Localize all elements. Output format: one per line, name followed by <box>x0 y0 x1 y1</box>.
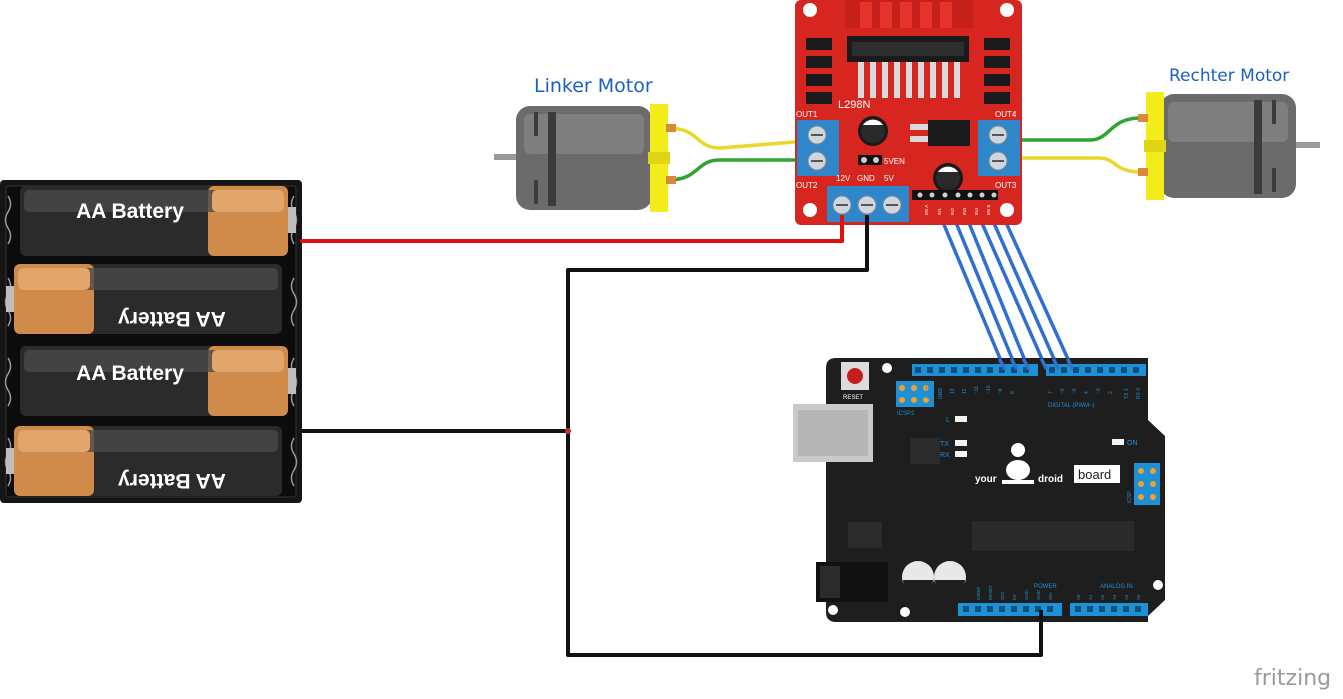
icsp2-label: ICSP2 <box>897 411 915 417</box>
analog-label: ANALOG IN <box>1100 584 1133 590</box>
battery-springs <box>4 195 298 487</box>
right-motor-label: Rechter Motor <box>1169 66 1290 86</box>
driver-gnd-label: GND <box>857 174 875 183</box>
pin-a1: A1 <box>1088 594 1093 600</box>
wire-right-motor-green <box>998 116 1142 142</box>
driver-out4-label: OUT4 <box>995 110 1017 119</box>
power-label: POWER <box>1034 584 1057 590</box>
driver-out2-label: OUT2 <box>796 181 818 190</box>
pin-gnd-1: GND <box>1024 589 1029 600</box>
pin-6: ~6 <box>1060 388 1066 394</box>
pin-12: 12 <box>962 388 968 394</box>
pin-5v: 5V <box>1012 594 1017 600</box>
wire-left-motor-green <box>666 158 822 182</box>
pin-vin: VIN <box>1048 592 1053 600</box>
driver-pin-ena: EN A <box>924 205 929 215</box>
pin-2: 2 <box>1108 391 1114 394</box>
pin-rx0: RX 0 <box>1136 388 1142 399</box>
pin-tx1: TX 1 <box>1124 388 1130 399</box>
right-motor <box>1138 92 1320 200</box>
driver-out1-label: OUT1 <box>796 110 818 119</box>
driver-pin-in4: IN4 <box>974 208 979 216</box>
pin-4: 4 <box>1084 391 1090 394</box>
reset-label: RESET <box>843 395 863 401</box>
voltage-regulator <box>848 522 882 548</box>
battery-cell-2: AA Battery <box>6 264 282 334</box>
pin-gnd-2: GND <box>1036 589 1041 600</box>
driver-pin-enb: EN B <box>986 204 991 215</box>
pin-10: ~10 <box>986 385 992 394</box>
pin-11: ~11 <box>974 386 980 394</box>
brand-droid: droid <box>1038 474 1063 485</box>
pin-aref: AREF <box>926 386 932 399</box>
battery-label: AA Battery <box>76 200 184 223</box>
icsp-header <box>1134 463 1160 505</box>
driver-5ven-label: 5VEN <box>884 157 905 166</box>
led-on <box>1112 439 1124 445</box>
l298n-driver: L298N 5VEN OUT1 OUT2 OUT4 OUT3 <box>795 0 1022 241</box>
led-l-label: L <box>946 417 950 424</box>
fritzing-watermark: fritzing <box>1254 666 1332 691</box>
left-motor-label: Linker Motor <box>534 75 653 97</box>
wire-left-motor-yellow <box>666 126 822 150</box>
led-tx <box>955 440 967 446</box>
left-motor <box>494 104 676 212</box>
led-tx-label: TX <box>940 441 949 448</box>
usb-chip <box>910 438 940 464</box>
wire-battery-positive <box>300 213 844 243</box>
pin-a3: A3 <box>1112 594 1117 600</box>
pin-a2: A2 <box>1100 594 1105 600</box>
arduino-board: RESET ICSP2 AREF GND 13 12 ~11 ~10 ~9 8 … <box>793 358 1165 655</box>
battery-cell-1: AA Battery <box>20 186 296 256</box>
pin-a5: A5 <box>1136 594 1141 600</box>
pin-9: ~9 <box>998 388 1004 394</box>
battery-label: AA Battery <box>76 362 184 385</box>
led-rx-label: RX <box>940 452 950 459</box>
pin-3: ~3 <box>1096 388 1102 394</box>
driver-5v-label: 5V <box>884 174 894 183</box>
icsp-label: ICSP <box>1127 491 1133 503</box>
pin-gnd: GND <box>938 388 944 400</box>
battery-label: AA Battery <box>118 307 226 330</box>
pin-3v3: 3V3 <box>1000 591 1005 600</box>
led-l <box>955 416 967 422</box>
driver-out3-label: OUT3 <box>995 181 1017 190</box>
brand-your: your <box>975 474 997 485</box>
driver-logic-header <box>912 190 998 200</box>
pin-a0: A0 <box>1076 594 1081 600</box>
pin-a4: A4 <box>1124 594 1129 600</box>
driver-pin-in3: IN3 <box>962 208 967 216</box>
led-on-label: ON <box>1127 440 1138 447</box>
driver-pin-in1: IN1 <box>937 208 942 216</box>
power-header <box>958 603 1062 616</box>
mcu-chip <box>972 521 1134 551</box>
pin-reset: RESET <box>988 585 993 600</box>
battery-label: AA Battery <box>118 469 226 492</box>
wire-right-motor-yellow <box>998 156 1142 174</box>
battery-cell-4: AA Battery <box>6 426 282 496</box>
battery-pack: AA Battery AA Battery AA Battery <box>0 180 302 503</box>
driver-pin-in2: IN2 <box>950 208 955 216</box>
led-rx <box>955 451 967 457</box>
pin-7: 7 <box>1048 391 1054 394</box>
driver-12v-label: 12V <box>836 174 851 183</box>
board-logo: your droid board <box>975 443 1120 485</box>
pin-5: ~5 <box>1072 388 1078 394</box>
pin-ioref: IOREF <box>976 586 981 600</box>
driver-name: L298N <box>838 99 870 111</box>
arduino-pcb <box>826 358 1165 622</box>
brand-board: board <box>1078 467 1111 482</box>
battery-cell-3: AA Battery <box>20 346 296 416</box>
digital-label: DIGITAL (PWM~) <box>1048 403 1095 409</box>
pin-8: 8 <box>1010 391 1016 394</box>
pin-13: 13 <box>950 388 956 394</box>
